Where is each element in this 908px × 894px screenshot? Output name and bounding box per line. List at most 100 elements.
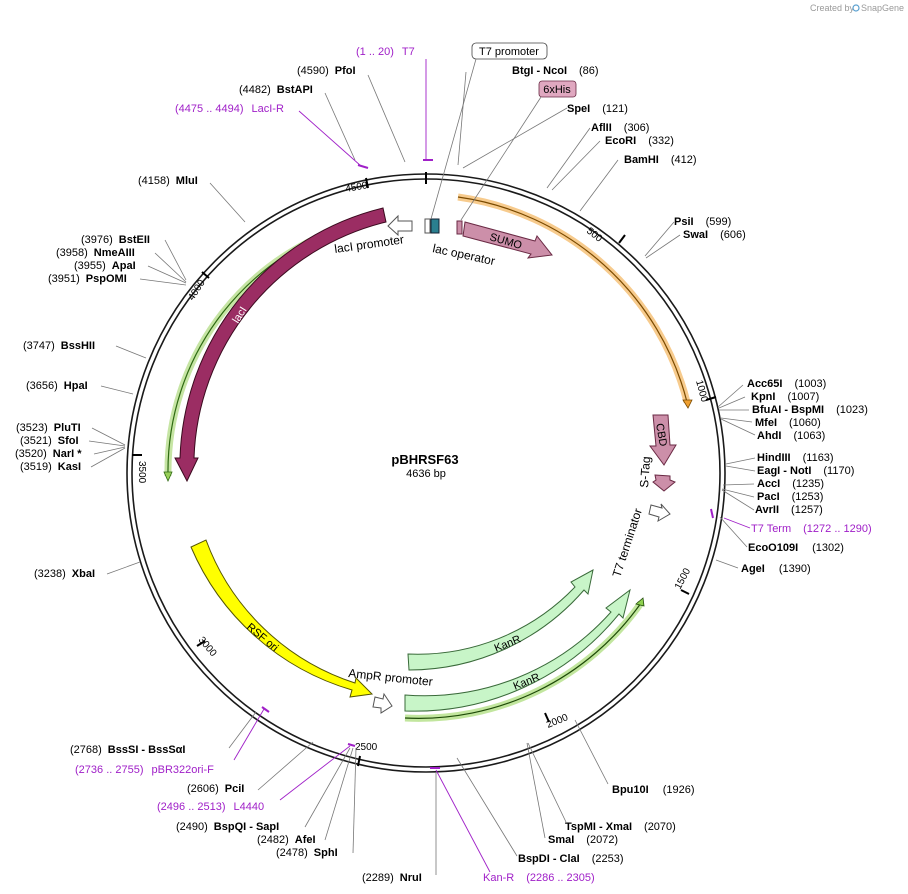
feature-s-tag: S-Tag xyxy=(637,456,676,492)
site-bsteii: (3976)BstEII xyxy=(81,234,150,246)
tick-500: 500 xyxy=(584,226,604,245)
site-ecoo109i: EcoO109I(1302) xyxy=(748,542,844,554)
tick-3000: 3000 xyxy=(196,635,219,659)
site-bsshii: (3747)BssHII xyxy=(23,340,95,352)
kanr-inner-arrow xyxy=(407,569,594,671)
lac-operator-box xyxy=(430,218,440,234)
site-xbai: (3238)XbaI xyxy=(34,568,95,580)
orf-top-arc xyxy=(457,193,691,403)
site-swai: SwaI(606) xyxy=(683,229,746,241)
feature-label-s-tag: S-Tag xyxy=(637,456,653,488)
t7-promoter-leader xyxy=(430,58,477,220)
site-bstapi: (4482)BstAPI xyxy=(239,84,313,96)
primer-labels: (1 .. 20)T7 (4475 .. 4494)LacI-R T7 Term… xyxy=(75,46,872,884)
t7-terminator-arrow xyxy=(648,503,671,523)
site-ahdi: AhdI(1063) xyxy=(757,430,825,442)
site-afei: (2482)AfeI xyxy=(257,834,316,846)
feature-label-t7-promoter: T7 promoter xyxy=(479,46,539,58)
small-white-feature xyxy=(424,218,431,234)
tick-3500: 3500 xyxy=(136,461,147,484)
tick-2500: 2500 xyxy=(355,742,378,753)
t7-promoter-box xyxy=(471,42,548,60)
feature-cbd: CBD xyxy=(649,414,677,466)
orf-lacI-arc xyxy=(164,216,370,477)
site-pfoi: (4590)PfoI xyxy=(297,65,356,77)
orf-top-arrowhead xyxy=(682,399,693,409)
feature-t7-terminator: T7 terminator xyxy=(610,503,671,579)
tick-4000: 4000 xyxy=(186,278,208,303)
site-agei: AgeI(1390) xyxy=(741,563,811,575)
rsf-ori-arrow xyxy=(190,539,374,698)
tick-1500: 1500 xyxy=(673,566,693,591)
site-nari: (3520)NarI * xyxy=(15,448,82,460)
site-avrii: AvrII(1257) xyxy=(755,504,823,516)
leader-lines xyxy=(88,71,756,875)
primer-pbr322ori-f: (2736 .. 2755)pBR322ori-F xyxy=(75,764,214,776)
feature-label-lac-operator: lac operator xyxy=(431,241,496,268)
his-tag-leader xyxy=(460,96,542,221)
site-mfei: MfeI(1060) xyxy=(755,417,821,429)
orf-lacI-arrowhead xyxy=(163,471,173,482)
site-kasi: (3519)KasI xyxy=(20,461,81,473)
feature-label-sumo: SUMO xyxy=(488,231,523,252)
primer-leader-lines xyxy=(233,59,751,873)
site-ecori: EcoRI(332) xyxy=(605,135,674,147)
site-psii: PsiI(599) xyxy=(674,216,731,228)
plasmid-backbone xyxy=(126,172,726,773)
sumo-arrow xyxy=(462,221,553,259)
site-acci: AccI(1235) xyxy=(757,478,824,490)
primer-marks xyxy=(261,159,714,769)
plasmid-length: 4636 bp xyxy=(406,468,446,480)
site-bsssi: (2768)BssSI - BssSαI xyxy=(70,744,185,756)
ampr-promoter-arrow xyxy=(372,692,393,714)
feature-label-kanr-1: KanR xyxy=(493,633,523,654)
site-bspqi: (2490)BspQI - SapI xyxy=(176,821,279,833)
cbd-arrow xyxy=(649,414,677,466)
site-labels: (4590)PfoI (4482)BstAPI (4158)MluI (3976… xyxy=(15,65,868,884)
tick-1000: 1000 xyxy=(693,379,709,404)
backbone-ticks xyxy=(132,177,717,767)
snapgene-credit: Created by SnapGene xyxy=(810,3,904,13)
lacI-promoter-arrow xyxy=(387,214,413,237)
site-nrui: (2289)NruI xyxy=(362,872,422,884)
his-tag-box xyxy=(456,220,463,235)
site-aflii: AflII(306) xyxy=(591,122,649,134)
site-acc65i: Acc65I(1003) xyxy=(747,378,826,390)
feature-6xhis: 6xHis xyxy=(460,80,577,221)
feature-t7-promoter: T7 promoter xyxy=(430,42,548,220)
site-hpai: (3656)HpaI xyxy=(26,380,88,392)
site-bspdi: BspDI - ClaI(2253) xyxy=(518,853,624,865)
site-pspomi: (3951)PspOMI xyxy=(48,273,127,285)
primer-kan-r: Kan-R(2286 .. 2305) xyxy=(483,872,595,884)
credit-created-by: Created by xyxy=(810,3,855,13)
s-tag-arrow xyxy=(652,474,676,492)
site-pluti: (3523)PluTI xyxy=(16,422,81,434)
site-hindiii: HindIII(1163) xyxy=(757,452,834,464)
kanr-outer-arrow xyxy=(404,588,631,712)
his-tag-label-box xyxy=(538,80,577,98)
site-spei: SpeI(121) xyxy=(567,103,628,115)
feature-label-rsf-ori: RSF ori xyxy=(244,621,280,654)
plasmid-name: pBHRSF63 xyxy=(391,452,458,467)
site-btgi: BtgI - NcoI(86) xyxy=(512,65,599,77)
site-bpu10i: Bpu10I(1926) xyxy=(612,784,694,796)
site-paci: PacI(1253) xyxy=(757,491,823,503)
site-kpni: KpnI(1007) xyxy=(751,391,819,403)
orf-kan-line xyxy=(404,602,642,719)
orf-kan-arrowhead xyxy=(635,597,645,607)
feature-label-cbd: CBD xyxy=(653,422,669,447)
primer-t7: (1 .. 20)T7 xyxy=(356,46,415,58)
feature-rsf-ori: RSF ori xyxy=(190,539,374,698)
site-sfoi: (3521)SfoI xyxy=(20,435,79,447)
primer-laci-r: (4475 .. 4494)LacI-R xyxy=(175,103,284,115)
site-mlui: (4158)MluI xyxy=(138,175,198,187)
site-nmeaiii: (3958)NmeAIII xyxy=(56,247,135,259)
lacI-arrow-shape xyxy=(174,207,387,483)
site-pcii: (2606)PciI xyxy=(187,783,244,795)
site-sphi: (2478)SphI xyxy=(276,847,338,859)
primer-l4440: (2496 .. 2513)L4440 xyxy=(157,801,264,813)
credit-brand: SnapGene xyxy=(861,3,904,13)
snapgene-logo-icon xyxy=(852,4,860,12)
orf-top-line xyxy=(457,196,688,403)
